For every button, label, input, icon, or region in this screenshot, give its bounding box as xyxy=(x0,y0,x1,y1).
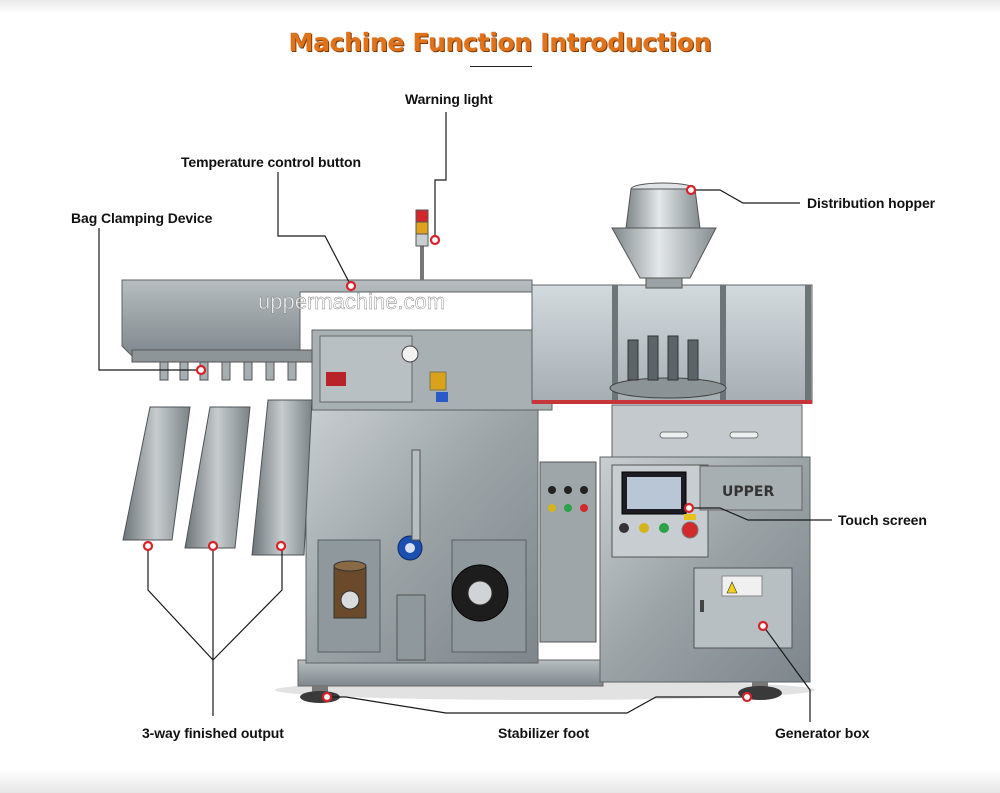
callout-stabilizer xyxy=(328,696,745,714)
bag-clamp-fingers xyxy=(159,361,297,381)
top-bar xyxy=(121,279,533,357)
mid-drawer-panel xyxy=(611,404,803,458)
callout-hopper xyxy=(693,189,800,204)
marker-hopper xyxy=(685,184,697,196)
gauge-panel xyxy=(319,335,413,403)
label-warning-light: Warning light xyxy=(405,91,493,107)
callout-lines xyxy=(98,112,832,722)
red-tag xyxy=(326,372,346,386)
marker-bag-clamping xyxy=(195,364,207,376)
page-title: Machine Function Introduction xyxy=(288,28,712,57)
hopper-upper-cone xyxy=(625,188,701,229)
blue-part xyxy=(436,392,448,402)
film-roller-right xyxy=(451,564,509,622)
bag-clamp-rail xyxy=(131,349,313,363)
output-tray-2 xyxy=(184,406,251,549)
film-roller-left xyxy=(333,560,367,619)
blue-roller xyxy=(397,535,423,561)
hopper-neck xyxy=(645,277,683,289)
brand-plate-text: UPPER xyxy=(722,484,774,500)
warning-light-red xyxy=(415,209,429,223)
marker-output-3 xyxy=(275,540,287,552)
hopper-lower-cone xyxy=(611,227,717,279)
bottom-edge xyxy=(0,770,1000,793)
callout-generator xyxy=(763,626,811,722)
callout-bag-clamping xyxy=(98,228,200,371)
glass-frame-posts xyxy=(612,285,811,403)
marker-output-1 xyxy=(142,540,154,552)
brand-plate xyxy=(699,465,803,511)
output-tray-1 xyxy=(122,406,191,541)
callout-output-1 xyxy=(147,547,214,661)
marker-generator xyxy=(757,620,769,632)
warning-light-base xyxy=(415,233,429,247)
watermark-text: uppermachine.com xyxy=(258,289,445,314)
output-tray-3 xyxy=(251,399,313,556)
pressure-gauge xyxy=(401,345,419,363)
generator-handle xyxy=(700,600,704,612)
switch-knobs xyxy=(548,486,588,512)
top-edge xyxy=(0,0,1000,14)
yellow-part xyxy=(429,371,447,391)
rotary-table xyxy=(609,377,727,399)
marker-output-2 xyxy=(207,540,219,552)
rotary-cups xyxy=(627,335,699,381)
warning-light-pole xyxy=(420,246,424,280)
label-distribution-hopper: Distribution hopper xyxy=(807,195,935,211)
label-3-way-finished-output: 3-way finished output xyxy=(142,725,284,741)
label-stabilizer-foot: Stabilizer foot xyxy=(498,725,590,741)
marker-touch-screen xyxy=(683,502,695,514)
touch-screen-content xyxy=(627,477,681,509)
center-bar xyxy=(411,449,421,541)
callout-touch-screen xyxy=(691,507,832,521)
center-column xyxy=(396,594,426,661)
generator-hazard-triangle xyxy=(726,581,738,594)
base-plate xyxy=(297,659,604,687)
marker-foot-right xyxy=(741,691,753,703)
drawer-handle-right xyxy=(729,431,759,439)
warning-light-amber xyxy=(415,221,429,235)
callout-markers xyxy=(142,184,769,703)
label-bag-clamping-device: Bag Clamping Device xyxy=(71,210,213,226)
marker-temperature xyxy=(345,280,357,292)
callout-warning-light xyxy=(434,112,447,238)
callout-output-3 xyxy=(212,547,283,661)
panel-buttons xyxy=(619,514,699,539)
label-touch-screen: Touch screen xyxy=(838,512,927,528)
red-stripe xyxy=(532,400,812,404)
marker-warning-light xyxy=(429,234,441,246)
marker-foot-left xyxy=(321,691,333,703)
label-temperature-control-button: Temperature control button xyxy=(181,154,361,170)
callout-temperature xyxy=(277,172,351,285)
label-generator-box: Generator box xyxy=(775,725,870,741)
title-underline xyxy=(470,66,532,67)
drawer-handle-left xyxy=(659,431,689,439)
